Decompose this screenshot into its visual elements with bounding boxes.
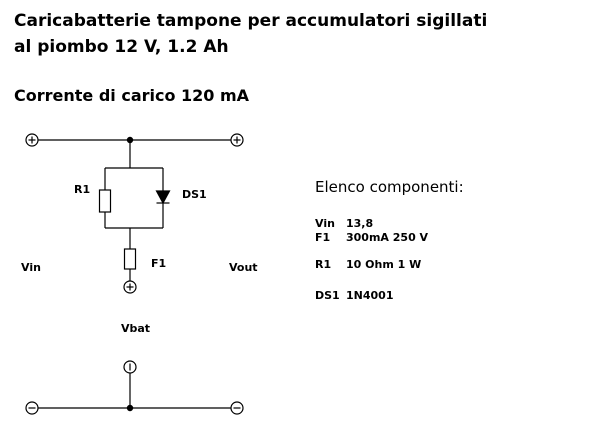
component-row-r1: R1 10 Ohm 1 W (315, 259, 421, 270)
charge-current-subtitle: Corrente di carico 120 mA (14, 86, 250, 105)
resistor-symbol (98, 189, 112, 213)
component-row-ds1: DS1 1N4001 (315, 290, 393, 301)
component-value: 300mA 250 V (346, 231, 429, 244)
plus-terminal-icon (123, 280, 137, 294)
component-value: 13,8 (346, 217, 374, 230)
bottom-rail (25, 360, 244, 415)
component-value: 1N4001 (346, 289, 394, 302)
plus-terminal-icon (230, 133, 244, 147)
label-vin: Vin (21, 261, 41, 274)
parallel-branch (98, 140, 171, 229)
label-ds1: DS1 (182, 188, 207, 201)
diode-symbol (155, 190, 171, 205)
fuse-symbol (123, 248, 137, 270)
fuse-section (123, 228, 137, 294)
component-name: DS1 (315, 289, 340, 302)
label-f1: F1 (151, 257, 166, 270)
label-r1: R1 (74, 183, 90, 196)
component-name: Vin (315, 217, 335, 230)
junction-dot (126, 404, 134, 412)
component-row-vin: Vin 13,8 (315, 218, 373, 229)
minus-terminal-icon (230, 401, 244, 415)
page-title: Caricabatterie tampone per accumulatori … (14, 11, 488, 58)
label-vbat: Vbat (121, 322, 150, 335)
component-row-f1: F1 300mA 250 V (315, 232, 428, 243)
component-name: R1 (315, 258, 332, 271)
component-value: 10 Ohm 1 W (346, 258, 422, 271)
components-list-heading: Elenco componenti: (315, 178, 464, 196)
component-name: F1 (315, 231, 331, 244)
top-rail (25, 133, 244, 147)
label-vout: Vout (229, 261, 258, 274)
